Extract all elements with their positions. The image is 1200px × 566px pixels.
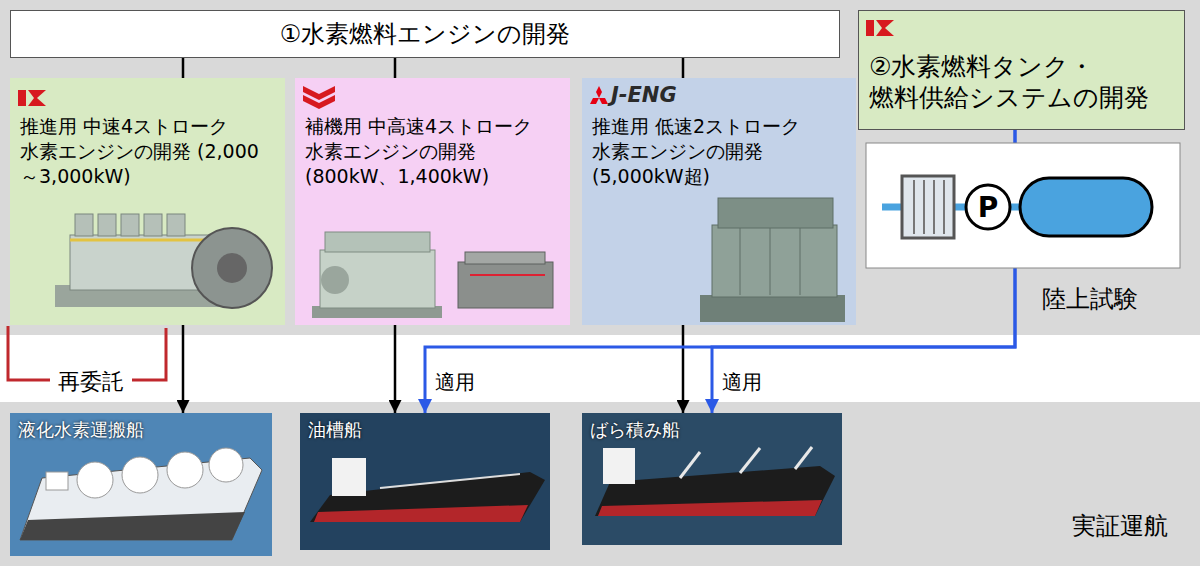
fuel-pipe bbox=[70, 239, 205, 242]
fuel-system-box: ②水素燃料タンク・ 燃料供給システムの開発 bbox=[858, 10, 1185, 130]
cylinder-head bbox=[121, 214, 139, 236]
engine-illustration bbox=[55, 214, 272, 308]
cylinder-head bbox=[144, 214, 162, 236]
maker-logo bbox=[28, 90, 46, 106]
heading-box: ①水素燃料エンジンの開発 bbox=[10, 10, 840, 58]
ship-hull bbox=[598, 500, 822, 516]
maker-logo bbox=[876, 20, 894, 36]
maker-logo bbox=[590, 86, 608, 104]
cylinder-head bbox=[718, 198, 833, 228]
section-label-holder: 実証運航 bbox=[1072, 510, 1168, 542]
ship-hull bbox=[314, 505, 528, 522]
symbol-panel bbox=[866, 143, 1180, 268]
maker-logo bbox=[599, 98, 608, 104]
ship-illustration bbox=[595, 447, 835, 516]
ship-crane bbox=[680, 452, 700, 478]
engine-illustration bbox=[700, 198, 845, 322]
pump-symbol-letter-holder: P bbox=[966, 185, 1010, 229]
filter-symbol bbox=[902, 176, 954, 238]
maker-logo bbox=[303, 86, 335, 109]
flywheel bbox=[192, 228, 272, 308]
subcontract-label-holder: 再委託 bbox=[58, 367, 124, 397]
maker-logo-text-holder: J-ENG bbox=[611, 83, 677, 107]
hydrogen-tank bbox=[77, 462, 113, 498]
engine-part bbox=[321, 266, 349, 294]
edge-label-holder: 適用 bbox=[720, 369, 764, 396]
engine-rib bbox=[800, 228, 801, 295]
ship-bridge bbox=[603, 448, 635, 484]
subcontract-bracket bbox=[132, 328, 166, 380]
engine-rib bbox=[740, 228, 741, 295]
cylinder-head bbox=[75, 214, 93, 236]
engine-block bbox=[458, 262, 553, 308]
tree-line bbox=[682, 58, 685, 78]
deck-pipe bbox=[380, 474, 520, 488]
edge-label-holder: 適用 bbox=[433, 369, 477, 396]
ship-illustration bbox=[310, 458, 545, 522]
engine-illustration bbox=[312, 232, 553, 318]
hydrogen-tank bbox=[209, 448, 243, 482]
engine-part bbox=[470, 274, 545, 276]
cylinder-head bbox=[325, 232, 430, 252]
maker-logo bbox=[590, 98, 599, 104]
engine-block bbox=[320, 250, 435, 308]
section-label: 実証運航 bbox=[1072, 510, 1168, 542]
deployment-arrow bbox=[682, 325, 685, 413]
maker-logo bbox=[18, 20, 894, 106]
hydrogen-tank bbox=[122, 457, 158, 493]
pump-symbol bbox=[966, 185, 1010, 229]
edge-label: 適用 bbox=[720, 369, 764, 396]
node-text: ②水素燃料タンク・ 燃料供給システムの開発 bbox=[869, 51, 1174, 113]
filter-symbol bbox=[923, 180, 925, 234]
node-text: 推進用 低速2ストローク 水素エンジンの開発 (5,000kW超) bbox=[592, 114, 846, 189]
cylinder-head bbox=[465, 252, 545, 264]
maker-logo bbox=[596, 86, 602, 98]
filter-symbol bbox=[913, 180, 915, 234]
engine-base bbox=[700, 295, 845, 322]
filter-symbol bbox=[933, 180, 935, 234]
ship-illustration bbox=[20, 448, 262, 540]
engine-block bbox=[712, 225, 837, 297]
tree-line bbox=[394, 58, 397, 78]
node-text: ばら積み船 bbox=[590, 418, 680, 442]
edge-label: 適用 bbox=[433, 369, 477, 396]
node-text: 推進用 中速4ストローク 水素エンジンの開発 (2,000～3,000kW) bbox=[20, 114, 275, 189]
subcontract-label: 再委託 bbox=[58, 367, 124, 397]
ship-hull bbox=[20, 512, 245, 540]
hydrogen-tank bbox=[167, 452, 203, 488]
section-label: 陸上試験 bbox=[1042, 283, 1138, 315]
cylinder-head bbox=[167, 214, 185, 236]
node-text: 液化水素運搬船 bbox=[18, 418, 144, 442]
cylinder-head bbox=[98, 214, 116, 236]
ship-crane bbox=[795, 447, 812, 469]
subcontract-bracket bbox=[8, 326, 50, 380]
section-label-holder: 陸上試験 bbox=[1042, 283, 1138, 315]
maker-logo bbox=[18, 90, 26, 106]
deployment-arrow bbox=[394, 325, 397, 413]
ship-bridge bbox=[332, 458, 366, 496]
fuel-system-symbol bbox=[866, 143, 1180, 268]
maker-logo-text: J-ENG bbox=[611, 83, 677, 107]
node-text: 補機用 中高速4ストローク 水素エンジンの開発 (800kW、1,400kW) bbox=[305, 114, 560, 189]
maker-logo bbox=[866, 20, 874, 36]
node-text: 油槽船 bbox=[308, 418, 362, 442]
ship-bridge bbox=[46, 472, 68, 490]
flywheel-hub bbox=[217, 253, 247, 283]
tank-symbol bbox=[1020, 178, 1152, 236]
filter-symbol bbox=[943, 180, 945, 234]
pump-symbol-letter: P bbox=[978, 191, 999, 224]
ship-crane bbox=[740, 448, 760, 473]
node-text: ①水素燃料エンジンの開発 bbox=[280, 19, 571, 49]
engine-rib bbox=[770, 228, 771, 295]
deployment-arrow bbox=[182, 325, 185, 413]
maker-logo bbox=[303, 95, 335, 109]
tree-line bbox=[182, 58, 185, 78]
